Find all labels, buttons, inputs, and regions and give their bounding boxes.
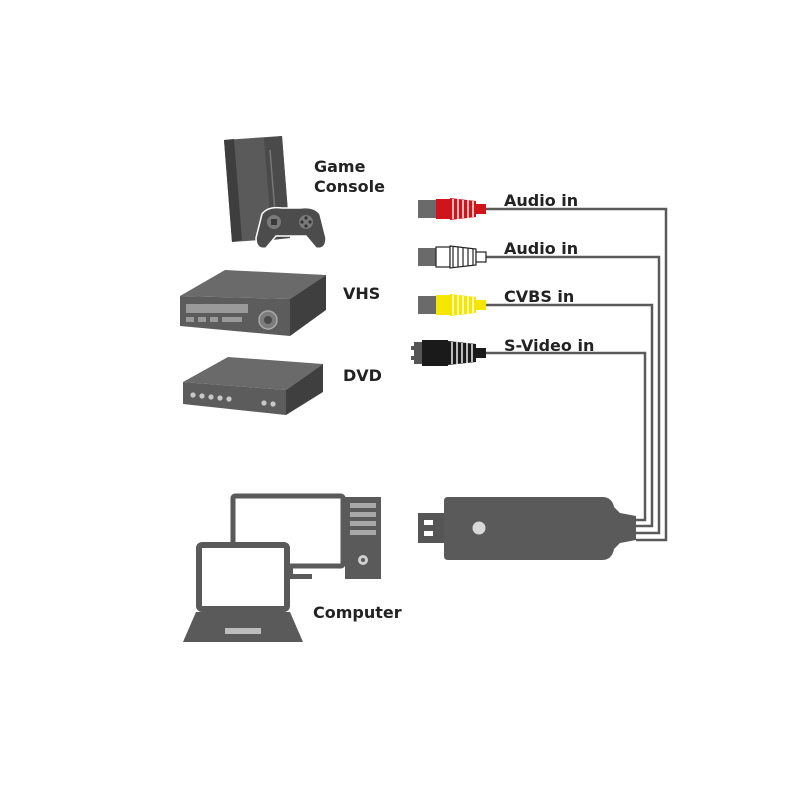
rca-plug-red-icon xyxy=(418,198,486,220)
rca-plug-yellow-icon xyxy=(418,294,486,316)
input-label-audio-left: Audio in xyxy=(504,191,579,210)
usb-capture-device-icon xyxy=(418,497,636,560)
dvd-player-icon xyxy=(183,357,323,415)
game-console-label-line2: Console xyxy=(314,177,385,196)
computer-label: Computer xyxy=(313,603,402,622)
gamepad-icon xyxy=(255,206,327,250)
dvd-label: DVD xyxy=(343,366,382,385)
cable-cvbs xyxy=(486,303,654,528)
rca-plug-white-icon xyxy=(418,245,487,269)
input-label-audio-right: Audio in xyxy=(504,239,579,258)
computer-icon xyxy=(183,493,381,642)
input-label-cvbs: CVBS in xyxy=(504,287,575,306)
cables xyxy=(486,207,668,542)
cable-audio-left xyxy=(486,207,668,542)
cable-audio-right xyxy=(486,255,661,535)
input-label-svideo: S-Video in xyxy=(504,336,595,355)
vhs-label: VHS xyxy=(343,284,381,303)
game-console-label: Game Console xyxy=(314,157,385,197)
game-console-label-line1: Game xyxy=(314,157,366,176)
vhs-player-icon xyxy=(180,270,326,336)
cable-svideo xyxy=(486,351,647,522)
svideo-plug-black-icon xyxy=(411,340,486,366)
game-console-icon xyxy=(224,136,327,250)
